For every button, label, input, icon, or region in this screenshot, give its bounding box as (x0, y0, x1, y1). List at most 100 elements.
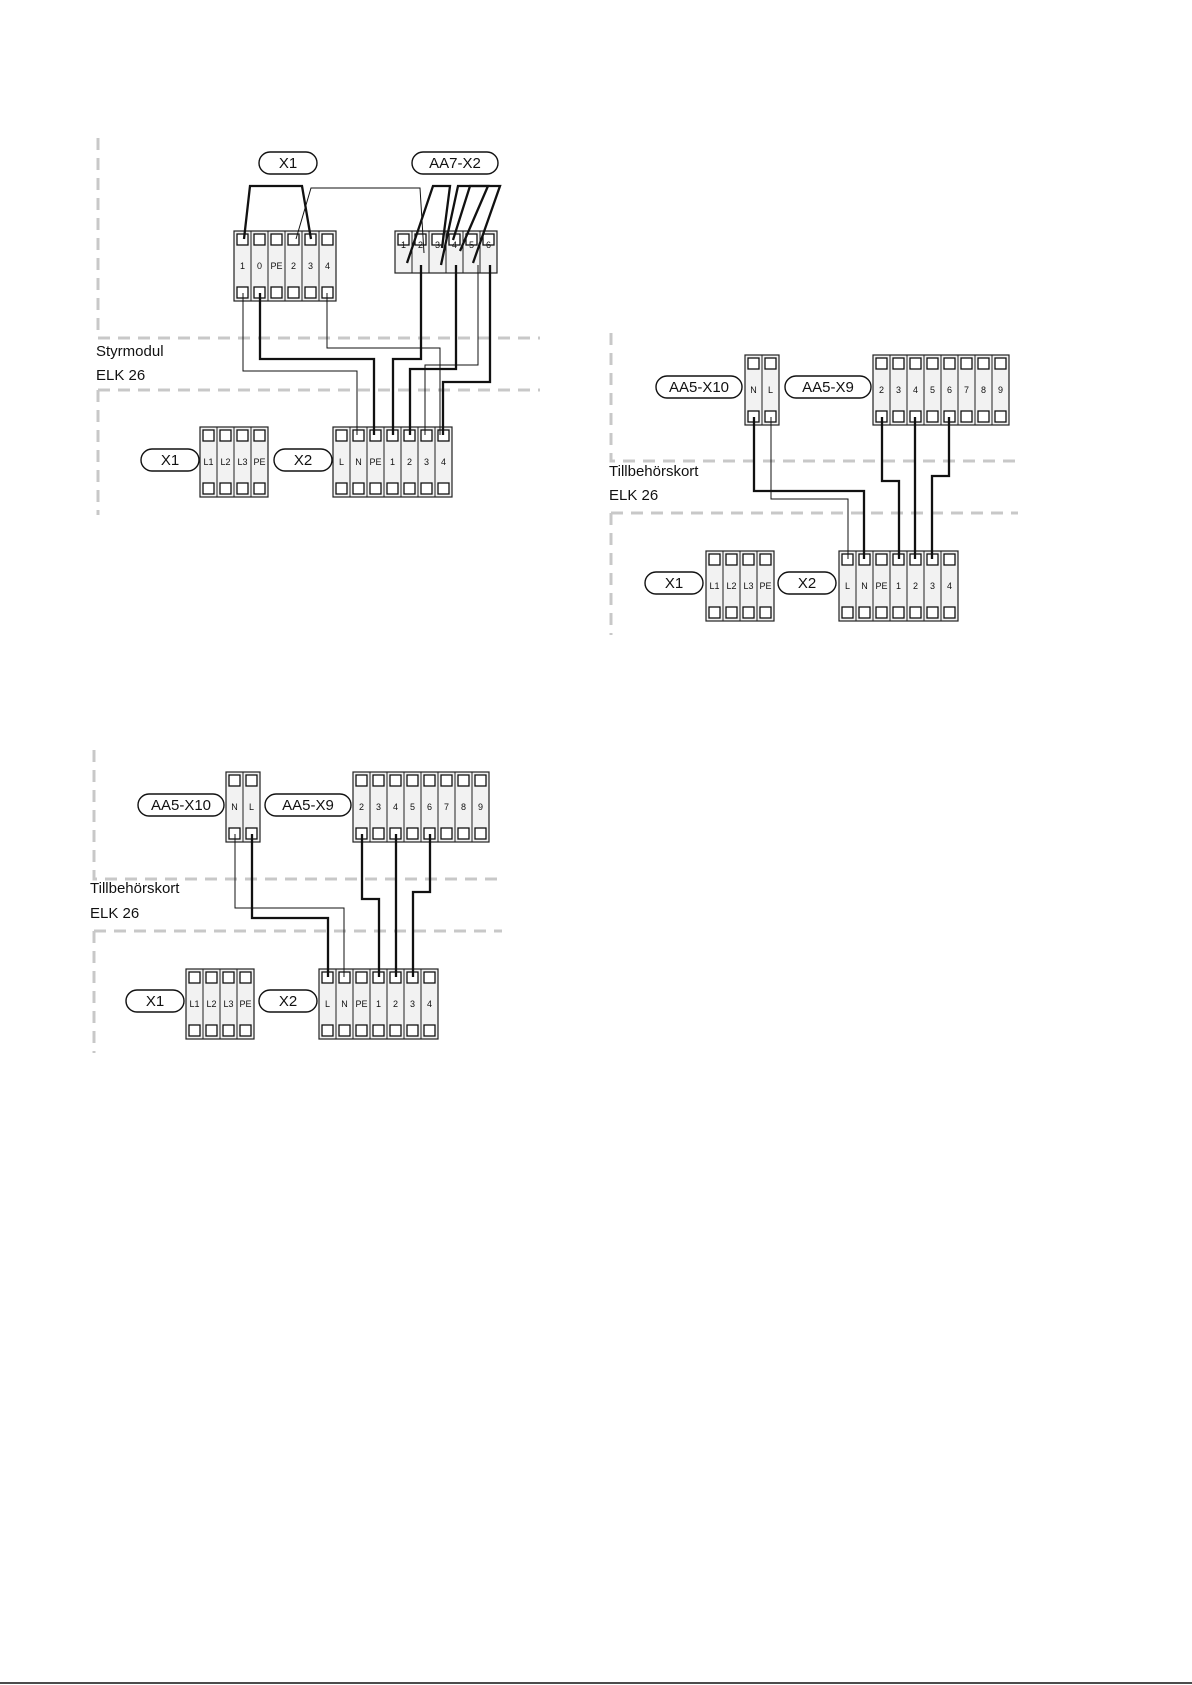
terminal-screw (254, 430, 265, 441)
terminal-label: N (231, 802, 238, 812)
terminal-label: 4 (441, 457, 446, 467)
terminal-screw (441, 775, 452, 786)
diagram-tillbehorskort-right: Tillbehörskort ELK 26 AA5-X10 AA5-X9 X1 … (609, 333, 1018, 635)
terminal-screw (743, 607, 754, 618)
aa5-x9-pill-label: AA5-X9 (265, 794, 351, 816)
terminal-screw (305, 287, 316, 298)
terminal-screw (893, 358, 904, 369)
terminal-label: 3 (308, 261, 313, 271)
terminal-label: 2 (879, 385, 884, 395)
aa5-x10-tag: AA5-X10 (669, 379, 729, 396)
terminal-label: 3 (424, 457, 429, 467)
terminal-screw (842, 607, 853, 618)
terminal-screw (475, 775, 486, 786)
terminal-label: 4 (913, 385, 918, 395)
terminal-screw (189, 1025, 200, 1036)
aa5-x10-pill-label: AA5-X10 (138, 794, 224, 816)
terminal-screw (246, 775, 257, 786)
terminal-label: N (341, 999, 348, 1009)
x2-pill-label: X2 (259, 990, 317, 1012)
aa5-x9-tag: AA5-X9 (282, 797, 334, 814)
terminal-screw (356, 775, 367, 786)
x2-tag: X2 (294, 452, 312, 469)
x1-supply-pill-label: X1 (141, 449, 199, 471)
terminal-screw (390, 775, 401, 786)
signal-wire (443, 265, 490, 435)
terminal-screw (424, 775, 435, 786)
signal-wire (410, 265, 456, 435)
terminal-label: 4 (947, 581, 952, 591)
terminal-screw (240, 972, 251, 983)
terminal-label: 3 (435, 240, 440, 250)
terminal-screw (220, 483, 231, 494)
terminal-label: 5 (930, 385, 935, 395)
signal-wire (771, 417, 848, 559)
aa5-x10-terminal-block: NL (745, 355, 779, 425)
terminal-label: L2 (220, 457, 230, 467)
terminal-label: 1 (896, 581, 901, 591)
terminal-label: 3 (376, 802, 381, 812)
module-caption-line2: ELK 26 (96, 367, 145, 384)
terminal-screw (404, 483, 415, 494)
terminal-screw (189, 972, 200, 983)
terminal-screw (203, 430, 214, 441)
terminal-screw (424, 1025, 435, 1036)
module-caption-line1: Tillbehörskort (90, 880, 180, 897)
terminal-label: 9 (478, 802, 483, 812)
terminal-screw (223, 1025, 234, 1036)
terminal-label: L1 (709, 581, 719, 591)
terminal-label: 6 (486, 240, 491, 250)
terminal-screw (223, 972, 234, 983)
terminal-screw (927, 411, 938, 422)
terminal-screw (726, 607, 737, 618)
terminal-screw (254, 234, 265, 245)
terminal-screw (387, 483, 398, 494)
terminal-label: 2 (291, 261, 296, 271)
terminal-label: L (339, 457, 344, 467)
terminal-screw (353, 430, 364, 441)
terminal-screw (760, 554, 771, 565)
aa5-x9-pill-label: AA5-X9 (785, 376, 871, 398)
x2-terminal-block: LNPE1234 (319, 969, 438, 1039)
terminal-screw (859, 607, 870, 618)
module-caption-line2: ELK 26 (90, 905, 139, 922)
x1-supply-terminal-block: L1L2L3PE (200, 427, 268, 497)
terminal-screw (944, 554, 955, 565)
terminal-label: L2 (206, 999, 216, 1009)
terminal-label: 1 (240, 261, 245, 271)
terminal-screw (240, 1025, 251, 1036)
terminal-screw (421, 483, 432, 494)
terminal-label: L2 (726, 581, 736, 591)
terminal-screw (370, 483, 381, 494)
aa7-x2-pill-label: AA7-X2 (412, 152, 498, 174)
x2-pill-label: X2 (274, 449, 332, 471)
aa5-x10-tag: AA5-X10 (151, 797, 211, 814)
terminal-screw (709, 554, 720, 565)
terminal-label: PE (875, 581, 887, 591)
terminal-screw (229, 775, 240, 786)
terminal-screw (961, 411, 972, 422)
terminal-screw (424, 972, 435, 983)
terminal-label: PE (253, 457, 265, 467)
terminal-screw (322, 234, 333, 245)
x1-supply-tag: X1 (665, 575, 683, 592)
module-caption-line1: Tillbehörskort (609, 463, 699, 480)
terminal-label: 2 (359, 802, 364, 812)
terminal-screw (271, 287, 282, 298)
terminal-screw (336, 483, 347, 494)
terminal-label: 2 (393, 999, 398, 1009)
terminal-label: 2 (913, 581, 918, 591)
terminal-label: 6 (427, 802, 432, 812)
terminal-screw (356, 1025, 367, 1036)
terminal-screw (206, 1025, 217, 1036)
terminal-screw (995, 411, 1006, 422)
terminal-screw (339, 1025, 350, 1036)
x2-pill-label: X2 (778, 572, 836, 594)
x1-supply-pill-label: X1 (126, 990, 184, 1012)
terminal-screw (475, 828, 486, 839)
terminal-screw (910, 358, 921, 369)
terminal-screw (407, 775, 418, 786)
